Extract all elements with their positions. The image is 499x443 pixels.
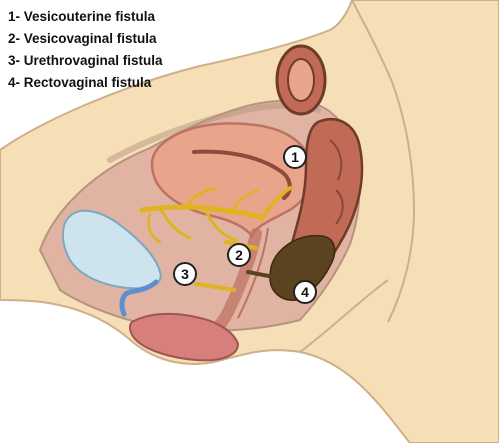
marker-2: 2 [227, 243, 251, 267]
svg-text:3: 3 [181, 266, 189, 282]
legend-item-urethrovaginal: 3- Urethrovaginal fistula [8, 53, 163, 68]
rectum-inner-folds [329, 139, 344, 225]
sigmoid-colon-lumen [287, 58, 315, 102]
back-contour-line [351, 0, 416, 323]
legend-item-vesicouterine: 1- Vesicouterine fistula [8, 9, 156, 24]
buttock-contour-line [299, 279, 389, 353]
legend-item-vesicovaginal: 2- Vesicovaginal fistula [8, 31, 157, 46]
legend: 1- Vesicouterine fistula 2- Vesicovagina… [8, 8, 163, 91]
svg-text:4: 4 [301, 284, 309, 300]
marker-4: 4 [293, 280, 317, 304]
svg-text:2: 2 [235, 247, 243, 263]
rectovaginal-tract [246, 270, 282, 280]
marker-1: 1 [283, 145, 307, 169]
vulva [128, 312, 240, 362]
marker-3: 3 [173, 262, 197, 286]
legend-item-rectovaginal: 4- Rectovaginal fistula [8, 75, 152, 90]
fistula-tracts [139, 186, 292, 292]
urethra [119, 279, 159, 317]
svg-text:1: 1 [291, 149, 299, 165]
